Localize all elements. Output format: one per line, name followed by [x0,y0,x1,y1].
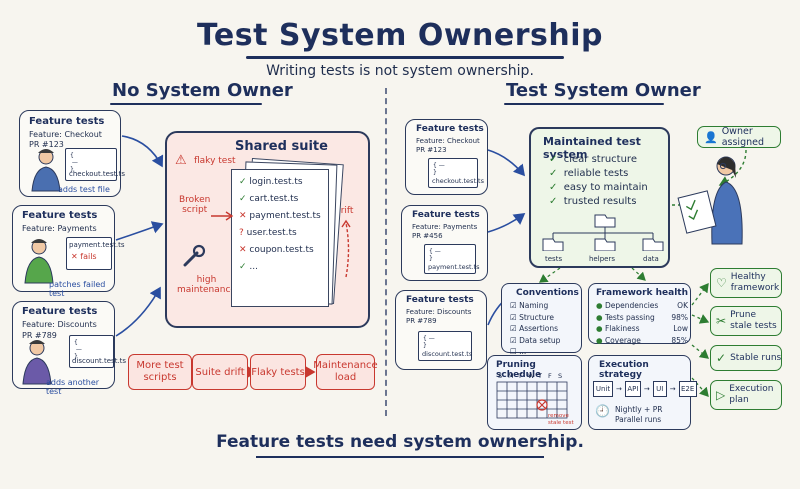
left-feature-card-discounts: Feature tests Feature: Discounts PR #789… [12,301,126,396]
left-feature-card-checkout: Feature tests Feature: Checkout PR #123 … [19,110,125,197]
right-feature-card-discounts: Feature tests Feature: Discounts PR #789… [395,290,487,370]
chain-more-test-scripts: More test scripts [128,354,192,390]
broken-arrow-icon [211,211,234,221]
heart-icon: ♡ [716,276,727,290]
chain-suite-drift: Suite drift [192,354,248,390]
outcome-prune-stale-tests: ✂ Prune stale tests [710,306,782,336]
scissors-icon: ✂ [716,314,727,328]
file-icon: { —} checkout.test.ts [65,148,125,181]
maintained-items: ✓ clear structure ✓ reliable tests ✓ eas… [549,154,648,207]
left-section-title: No System Owner [112,80,293,101]
clock-icon: 🕘 [595,404,610,418]
conventions-panel: Conventions ☑ Naming ☑ Structure ☑ Asser… [501,283,582,356]
outcome-stable-runs: ✓ Stable runs [710,345,782,371]
chain-flaky-tests: Flaky tests [250,354,306,390]
drift-arrow-icon [341,219,351,278]
execution-strategy-panel: Execution strategy Unit→ API→ UI→ E2E 🕘 … [588,355,697,430]
file-icon: { —} payment.test.ts [424,244,480,274]
section-divider [385,88,387,416]
right-section-title: Test System Owner [506,80,701,101]
outcome-healthy-framework: ♡ Healthy framework [710,268,782,298]
user-icon: 👤 [704,130,718,144]
calendar-days: S M T W T F S [498,372,563,380]
pruning-schedule-panel: Pruning schedule S M T W T F S remove st… [487,355,582,430]
outcome-execution-plan: ▷ Execution plan [710,380,782,410]
file-icon: { —} discount.test.ts [418,331,472,361]
file-icon: { —} checkout.test.ts [428,158,484,188]
footer-statement: Feature tests need system ownership. [216,432,584,452]
execution-pipeline: Unit→ API→ UI→ E2E [593,381,697,397]
maintained-test-system-panel: Maintained test system ✓ clear structure… [529,127,670,268]
left-feature-card-payments: Feature tests Feature: Payments payment.… [12,205,124,298]
title-underline [246,56,564,59]
wrench-icon [183,244,206,267]
developer-icon [31,149,61,192]
check-circle-icon: ✓ [716,351,727,365]
page-subtitle: Writing tests is not system ownership. [266,63,534,79]
right-feature-card-checkout: Feature tests Feature: Checkout PR #123 … [405,119,488,195]
warning-icon: ⚠ [175,153,187,168]
file-icon: { —} discount.test.ts [69,335,126,368]
owner-assigned-badge: 👤 Owner assigned [697,126,781,148]
left-section-underline [110,103,262,105]
calendar-grid-icon [496,381,568,419]
page-title: Test System Ownership [196,18,604,53]
right-section-underline [504,103,664,105]
test-file-list: ✓ login.test.ts ✓ cart.test.ts ✕ payment… [231,169,329,307]
footer-underline [256,456,544,458]
developer-icon [24,239,54,284]
file-icon: payment.test.ts ✕ fails [66,237,124,270]
right-feature-card-payments: Feature tests Feature: Payments PR #456 … [401,205,488,281]
developer-icon [22,340,52,385]
play-icon: ▷ [716,388,726,402]
folder-tree-icon [542,214,664,251]
chain-maintenance-load: Maintenance load [313,354,378,390]
shared-suite-panel: Shared suite ⚠ flaky test Broken script … [165,131,370,328]
owner-person-icon [677,156,743,245]
